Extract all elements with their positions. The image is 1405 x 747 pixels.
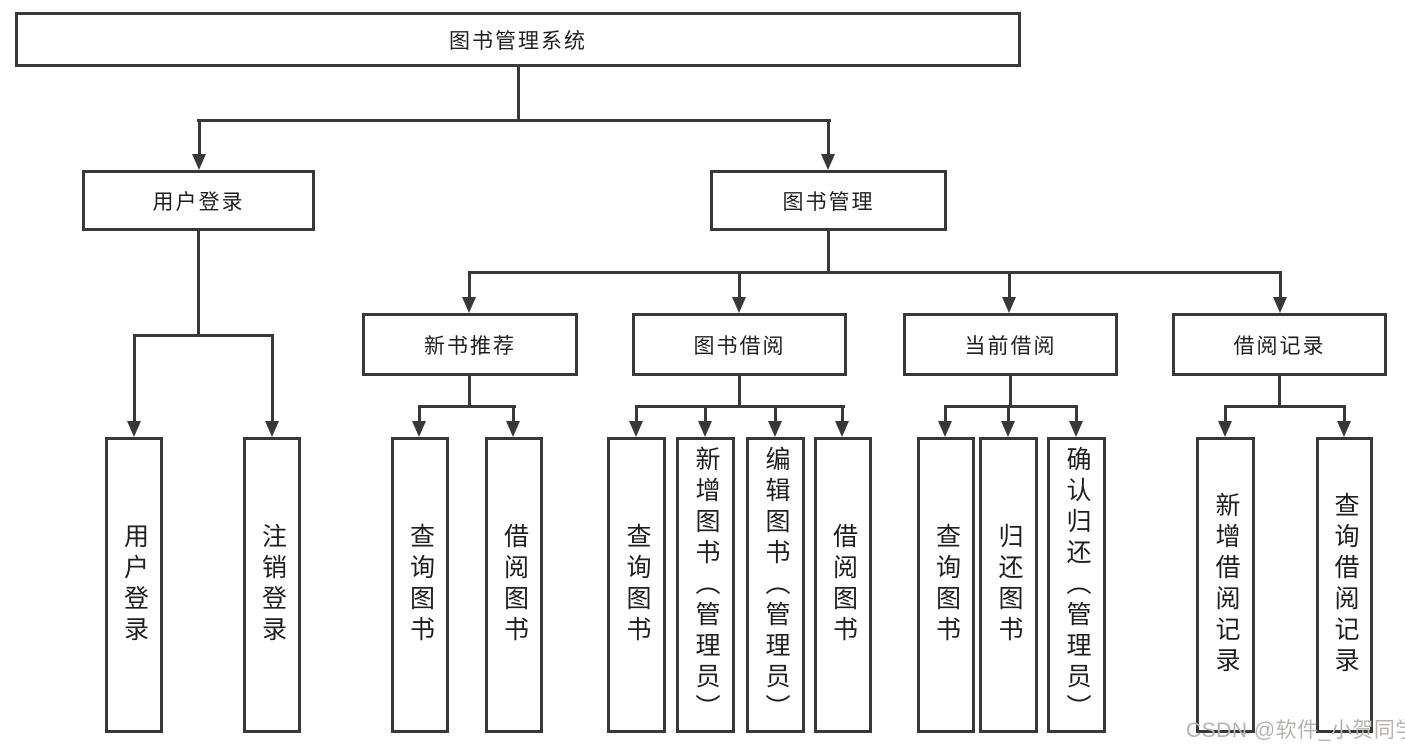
connector-line xyxy=(1224,405,1227,423)
connector-line xyxy=(468,376,471,407)
connector-line xyxy=(944,405,947,423)
arrow-down-icon xyxy=(265,421,279,437)
arrow-down-icon xyxy=(1337,421,1351,437)
node-leaf-user-login: 用户登录 xyxy=(105,437,163,733)
node-leaf-edit-books-admin: 编辑图书（管理员） xyxy=(746,437,805,733)
node-label: 查询图书 xyxy=(932,523,961,647)
connector-line xyxy=(738,271,741,299)
connector-line xyxy=(133,334,274,337)
connector-line xyxy=(774,405,777,423)
connector-line xyxy=(197,119,831,122)
node-leaf-logout: 注销登录 xyxy=(243,437,301,733)
node-label: 借阅记录 xyxy=(1233,334,1326,358)
connector-line xyxy=(517,67,520,120)
connector-line xyxy=(945,405,1078,408)
connector-line xyxy=(197,231,200,337)
node-leaf-query-books-recommend: 查询图书 xyxy=(391,437,449,733)
node-leaf-query-borrow-record: 查询借阅记录 xyxy=(1316,437,1373,733)
connector-line xyxy=(704,405,707,423)
connector-line xyxy=(827,231,830,272)
arrow-down-icon xyxy=(1273,297,1287,313)
node-label: 查询图书 xyxy=(406,523,435,647)
arrow-down-icon xyxy=(938,421,952,437)
connector-line xyxy=(1279,271,1282,299)
node-label: 图书管理 xyxy=(782,190,875,214)
node-label: 查询图书 xyxy=(623,523,651,647)
node-label: 用户登录 xyxy=(120,523,149,647)
connector-line xyxy=(468,271,471,299)
node-book-management: 图书管理 xyxy=(710,170,947,231)
arrow-down-icon xyxy=(768,421,782,437)
arrow-down-icon xyxy=(192,154,206,170)
arrow-down-icon xyxy=(1001,421,1015,437)
node-leaf-add-books-admin: 新增图书（管理员） xyxy=(676,437,735,733)
node-label: 确认归还（管理员） xyxy=(1063,445,1091,725)
node-leaf-query-books-borrow: 查询图书 xyxy=(607,437,666,733)
connector-line xyxy=(1009,376,1012,407)
arrow-down-icon xyxy=(698,421,712,437)
connector-line xyxy=(1008,271,1011,299)
node-leaf-borrow-books-recommend: 借阅图书 xyxy=(485,437,543,733)
connector-line xyxy=(827,119,830,156)
node-current-borrow: 当前借阅 xyxy=(903,313,1118,376)
node-label: 注销登录 xyxy=(258,523,287,647)
arrow-down-icon xyxy=(506,421,520,437)
node-label: 图书借阅 xyxy=(693,334,786,358)
connector-line xyxy=(133,334,136,423)
connector-line xyxy=(1007,405,1010,423)
connector-line xyxy=(635,405,845,408)
connector-line xyxy=(1075,405,1078,423)
arrow-down-icon xyxy=(629,421,643,437)
node-library-management-system: 图书管理系统 xyxy=(15,12,1021,67)
node-leaf-confirm-return-admin: 确认归还（管理员） xyxy=(1047,437,1106,733)
node-leaf-add-borrow-record: 新增借阅记录 xyxy=(1196,437,1255,733)
node-label: 用户登录 xyxy=(152,190,245,214)
arrow-down-icon xyxy=(1002,297,1016,313)
connector-line xyxy=(271,334,274,423)
node-leaf-borrow-books: 借阅图书 xyxy=(814,437,872,733)
watermark-text: CSDN @软件_小贺同学 xyxy=(1186,719,1405,742)
node-borrow-records: 借阅记录 xyxy=(1172,313,1387,376)
connector-line xyxy=(635,405,638,423)
arrow-down-icon xyxy=(821,154,835,170)
arrow-down-icon xyxy=(732,297,746,313)
node-label: 当前借阅 xyxy=(964,334,1057,358)
connector-line xyxy=(512,405,515,423)
node-user-login: 用户登录 xyxy=(82,170,315,231)
node-label: 查询借阅记录 xyxy=(1331,492,1359,678)
node-label: 新增借阅记录 xyxy=(1212,492,1240,678)
node-label: 新增图书（管理员） xyxy=(692,445,720,725)
connector-line xyxy=(469,271,1282,274)
node-label: 归还图书 xyxy=(995,523,1023,647)
node-label: 借阅图书 xyxy=(829,523,858,647)
node-label: 图书管理系统 xyxy=(449,29,587,53)
arrow-down-icon xyxy=(127,421,141,437)
arrow-down-icon xyxy=(412,421,426,437)
node-label: 编辑图书（管理员） xyxy=(762,445,790,725)
connector-line xyxy=(418,405,421,423)
node-leaf-return-books: 归还图书 xyxy=(979,437,1038,733)
arrow-down-icon xyxy=(462,297,476,313)
connector-line xyxy=(419,405,516,408)
connector-line xyxy=(1278,376,1281,407)
node-label: 借阅图书 xyxy=(500,523,529,647)
connector-line xyxy=(738,376,741,407)
node-leaf-query-books-current: 查询图书 xyxy=(917,437,975,733)
node-label: 新书推荐 xyxy=(424,334,516,358)
connector-line xyxy=(198,119,201,156)
arrow-down-icon xyxy=(1218,421,1232,437)
arrow-down-icon xyxy=(1069,421,1083,437)
connector-line xyxy=(1224,405,1346,408)
arrow-down-icon xyxy=(835,421,849,437)
node-new-book-recommend: 新书推荐 xyxy=(362,313,578,376)
connector-line xyxy=(1343,405,1346,423)
node-book-borrow: 图书借阅 xyxy=(632,313,847,376)
connector-line xyxy=(841,405,844,423)
